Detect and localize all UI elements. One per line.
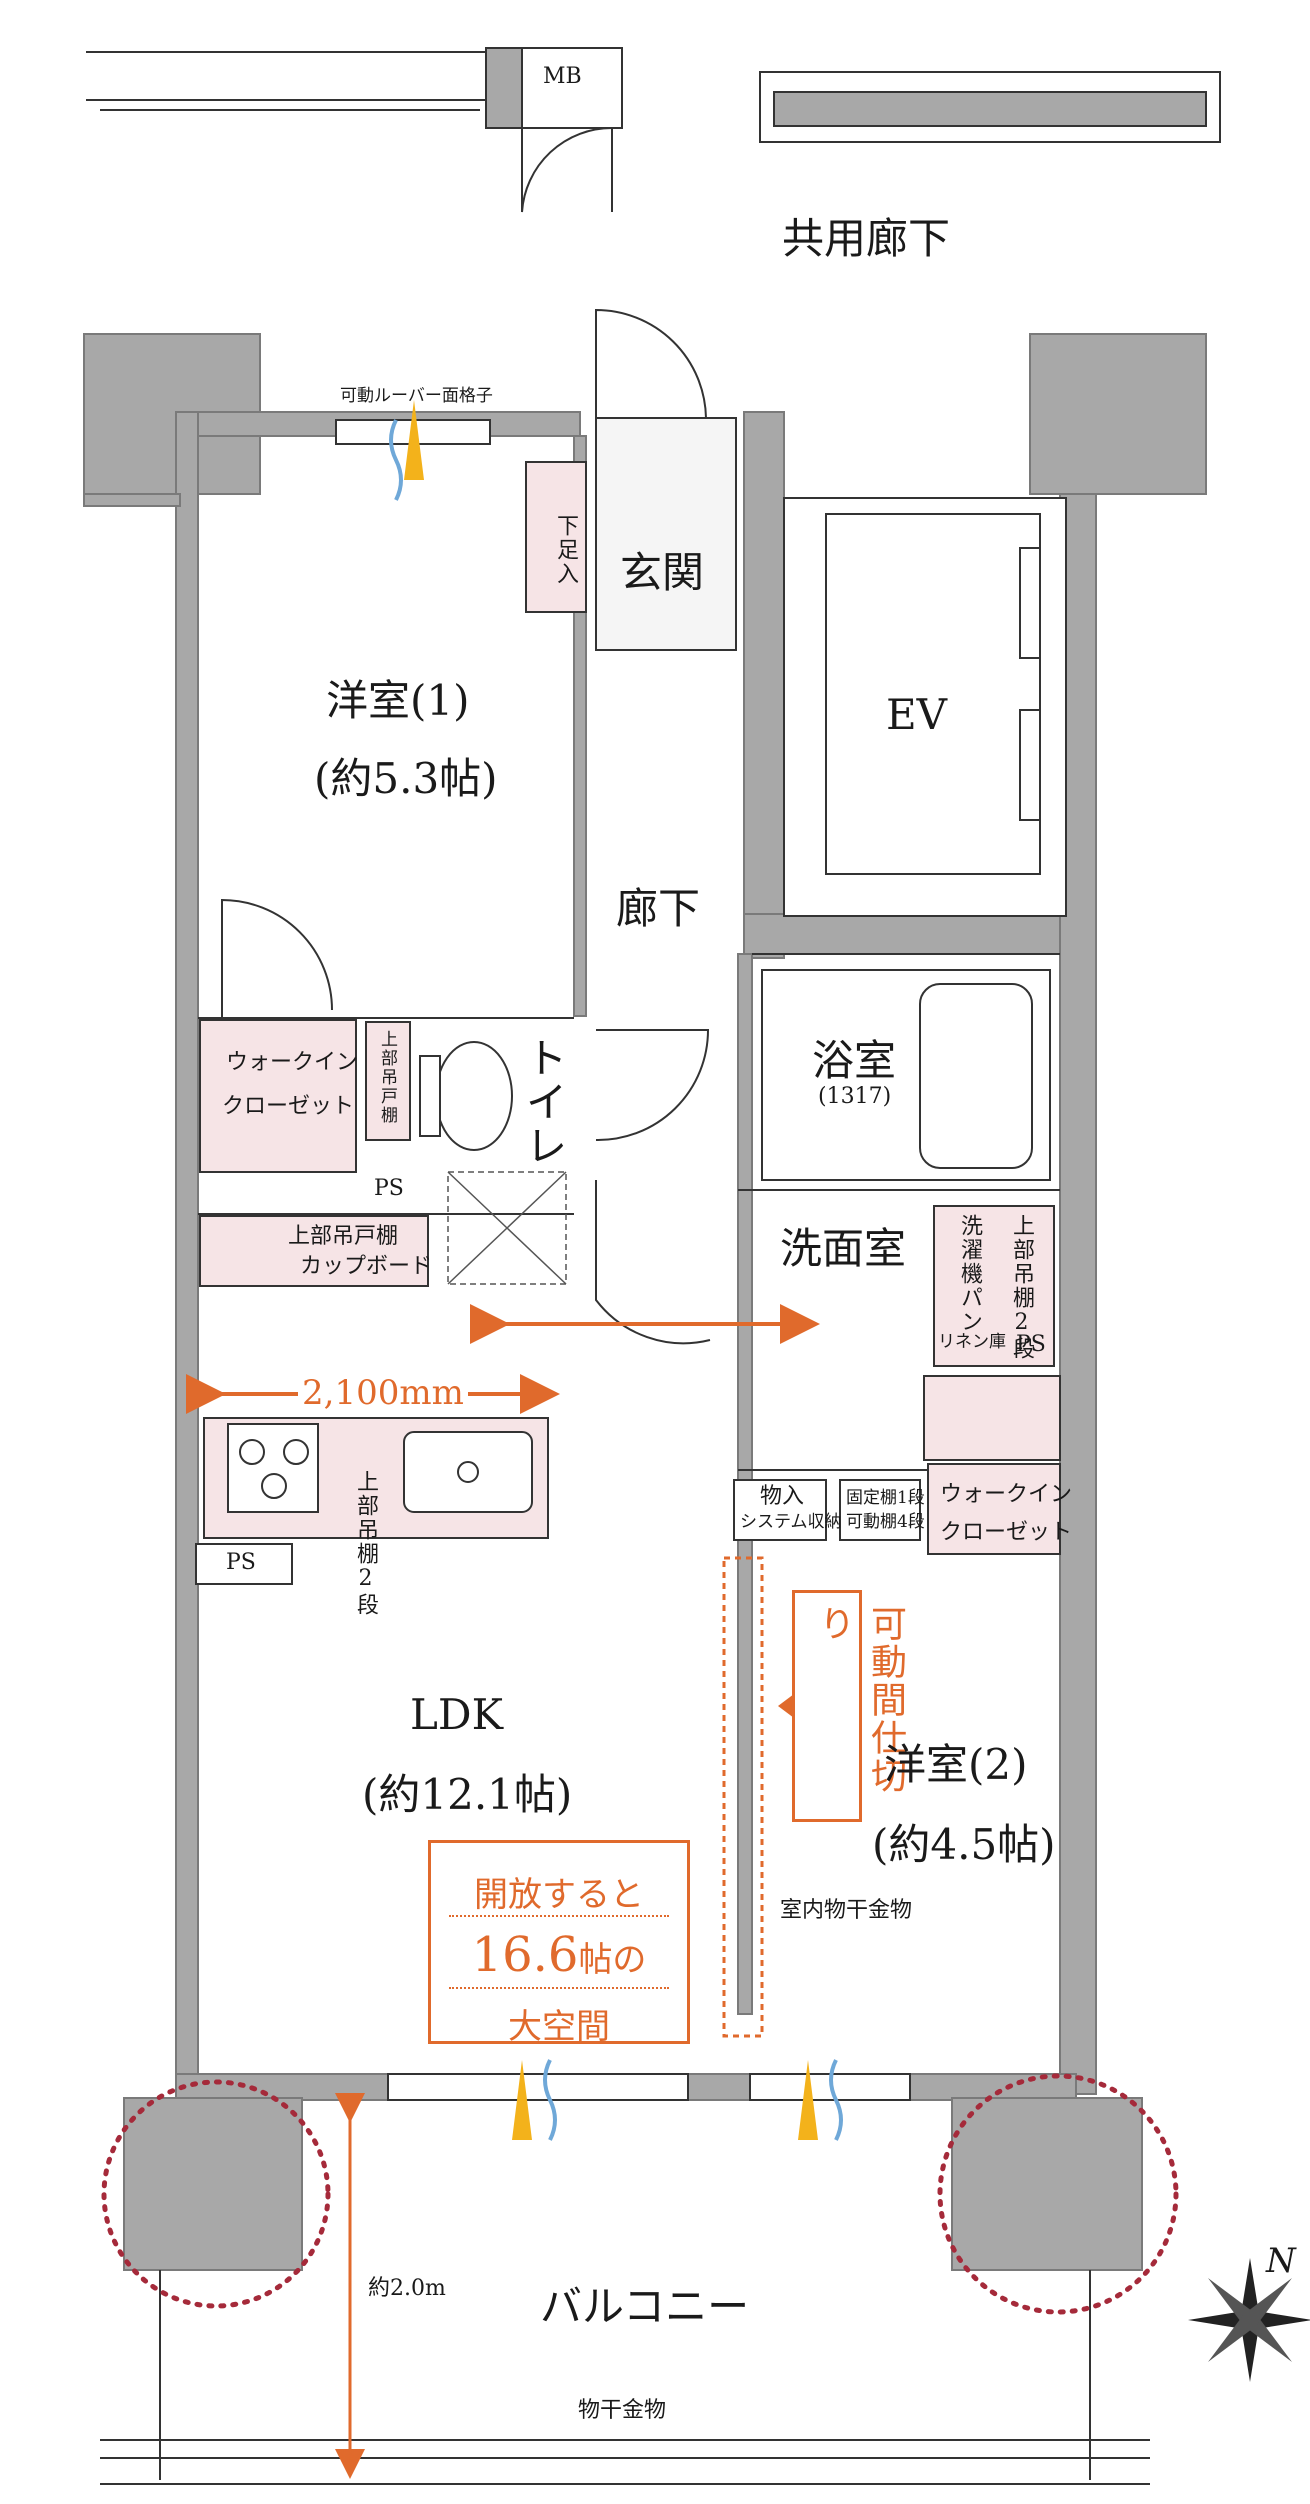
ev-shaft [783,497,1067,917]
callout-line-1: 開放すると [474,1875,644,1915]
balcony-depth-label: 約2.0m [368,2276,446,2301]
ldk-size: (約12.1帖) [362,1770,573,1819]
railing-top [759,71,1221,143]
open-space-callout: 開放すると 16.6帖の 大空間 [428,1840,690,2047]
mb-label: MB [543,64,582,89]
toilet [419,1041,513,1151]
dim-2100-label: 2,100mm [298,1376,468,1410]
cupboard-label-2: カップボード [300,1254,433,1279]
partition-pointer [778,1694,794,1718]
upper-cabinet2-label: 上部吊棚2段 [1009,1214,1034,1361]
ps2-label: PS [1016,1332,1046,1357]
walkin2-label-b: クローゼット [940,1520,1073,1545]
movable-partition-label: 可動間仕切り [813,1605,906,1795]
storage-label: 物入 [760,1484,805,1509]
louver-label: 可動ルーバー面格子 [340,386,493,406]
toilet-label: トイレ [519,1036,568,1168]
balcony-label: バルコニー [540,2282,750,2331]
bath-label: 浴室 [812,1036,897,1085]
fixed-shelf-label-2: 可動棚4段 [846,1512,925,1532]
movable-partition-outline [722,1556,764,2038]
ldk-label: LDK [410,1690,503,1739]
entrance-area [525,308,737,651]
washroom-label: 洗面室 [780,1224,907,1273]
upper-cabinet3-label: 上部吊棚2段 [353,1470,378,1617]
upper-cabinet-label: 上部吊戸棚 [377,1030,397,1125]
entrance-label: 玄関 [620,548,705,597]
cupboard-label-1: 上部吊戸棚 [288,1224,399,1249]
linen-label: リネン庫 [938,1332,1006,1352]
bathtub [761,969,1051,1181]
pipe-space-hatch [447,1171,567,1285]
compass-icon [1188,2258,1310,2382]
ventilation-arrows [389,400,843,2141]
washer-pan-label: 洗濯機パン [957,1214,982,1334]
bath-size: (1317) [818,1084,892,1109]
room1-label: 洋室(1) [326,676,470,725]
hallway-label: 廊下 [616,884,701,933]
room2-label: 洋室(2) [884,1740,1028,1789]
storage-label-b: システム収納 [740,1512,842,1532]
room2-size: (約4.5帖) [872,1820,1056,1869]
walkin2-label: ウォークイン [940,1482,1073,1507]
shared-corridor-label: 共用廊下 [782,214,951,263]
walkin1-label-b: クローゼット [222,1094,355,1119]
mb-structure [86,47,623,213]
column-highlight-circles [101,2073,1179,2315]
kitchen [195,1423,533,1585]
ps3-label: PS [226,1550,256,1575]
callout-line-2: 16.6帖の [431,1927,687,1983]
north-label: N [1266,2241,1296,2281]
callout-number: 16.6 [471,1927,579,1983]
movable-partition-box: 可動間仕切り [792,1590,906,1822]
indoor-dryer-label: 室内物干金物 [780,1898,913,1923]
callout-unit: 帖の [578,1940,647,1980]
room1-size: (約5.3帖) [314,754,498,803]
ps1-label: PS [374,1176,404,1201]
walkin1-label: ウォークイン [226,1050,359,1075]
dryer-hardware-label: 物干金物 [578,2398,667,2423]
fixed-shelf-label-1: 固定棚1段 [846,1488,925,1508]
callout-line-3: 大空間 [508,2007,610,2047]
ev-label: EV [886,690,947,739]
shoe-box-label: 下足入 [553,514,578,586]
